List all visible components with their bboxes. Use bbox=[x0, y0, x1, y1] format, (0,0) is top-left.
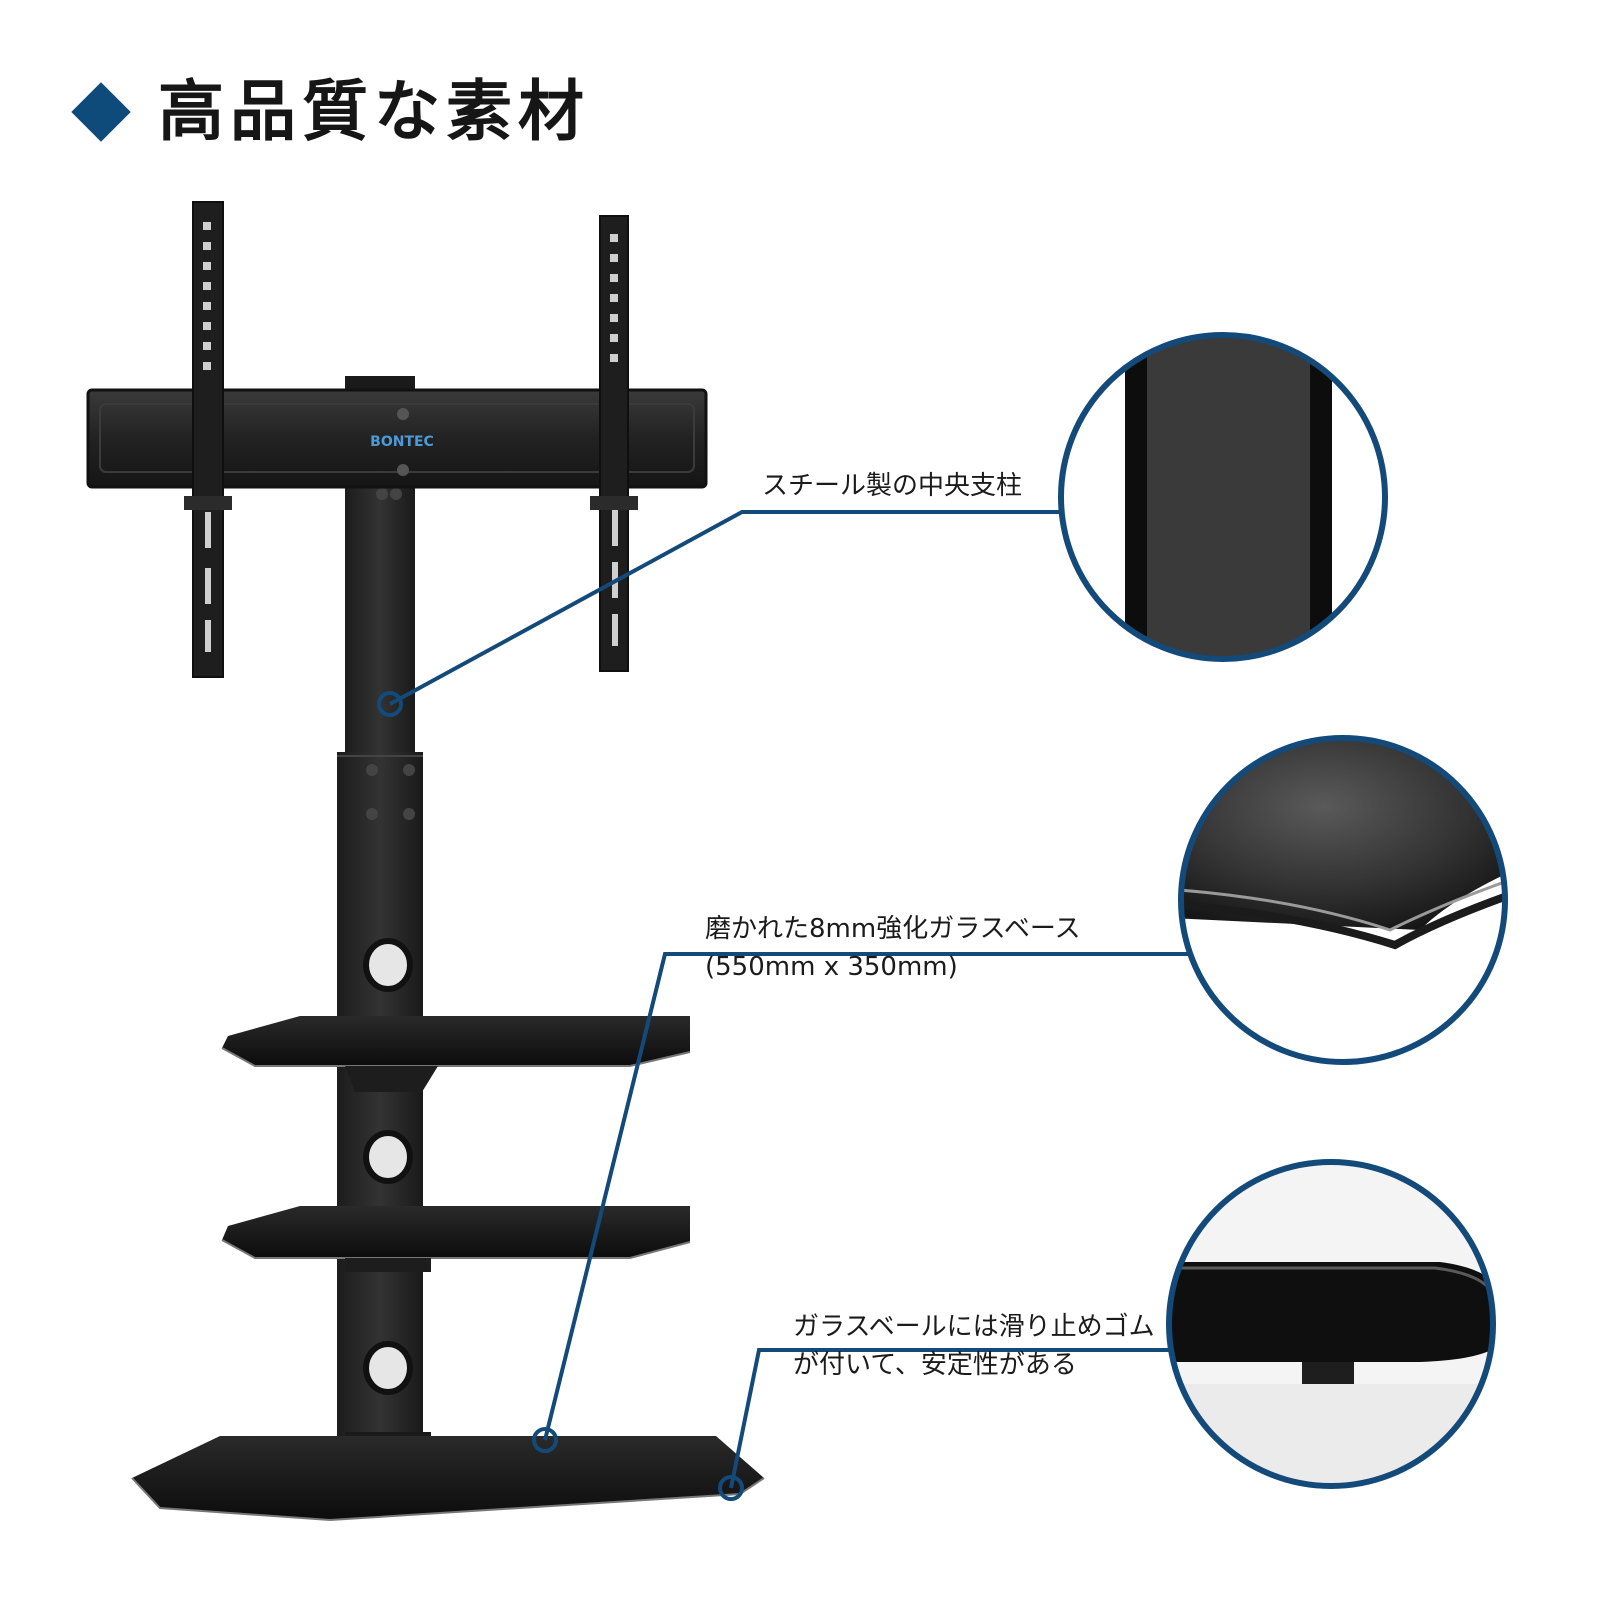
header: 高品質な素材 bbox=[68, 72, 590, 152]
callout-line-column bbox=[389, 510, 1062, 706]
page-title: 高品質な素材 bbox=[158, 73, 590, 150]
callout-rubber-line2: が付いて、安定性がある bbox=[793, 1350, 1077, 1380]
callout-dot-rubber bbox=[718, 1475, 744, 1501]
callout-label-rubber: ガラスベールには滑り止めゴム が付いて、安定性がある bbox=[793, 1308, 1155, 1384]
zoom-circle-glass bbox=[1178, 735, 1508, 1065]
callout-column-line1: スチール製の中央支柱 bbox=[762, 471, 1023, 501]
central-column bbox=[337, 487, 423, 1452]
callout-line-glass bbox=[543, 952, 1190, 1441]
tv-mount-bracket: BONTEC bbox=[86, 201, 708, 678]
callout-dot-column bbox=[377, 691, 403, 717]
callout-glass-line2: (550mm x 350mm) bbox=[705, 952, 958, 982]
callout-rubber-line1: ガラスベールには滑り止めゴム bbox=[793, 1312, 1155, 1342]
glass-base bbox=[131, 1432, 765, 1522]
callout-line-rubber bbox=[729, 1348, 1176, 1489]
callout-label-glass: 磨かれた8mm強化ガラスベース (550mm x 350mm) bbox=[705, 910, 1081, 986]
callout-label-column: スチール製の中央支柱 bbox=[762, 467, 1022, 505]
callout-glass-line1: 磨かれた8mm強化ガラスベース bbox=[705, 914, 1081, 944]
callout-lines bbox=[389, 510, 1190, 1489]
zoom-circle-column bbox=[1058, 332, 1388, 662]
brand-logo: BONTEC bbox=[370, 434, 434, 450]
zoom-circle-rubber bbox=[1166, 1159, 1496, 1489]
glass-shelf-middle bbox=[221, 1206, 691, 1272]
callout-dot-glass bbox=[532, 1427, 558, 1453]
glass-shelf-top bbox=[221, 1016, 691, 1092]
